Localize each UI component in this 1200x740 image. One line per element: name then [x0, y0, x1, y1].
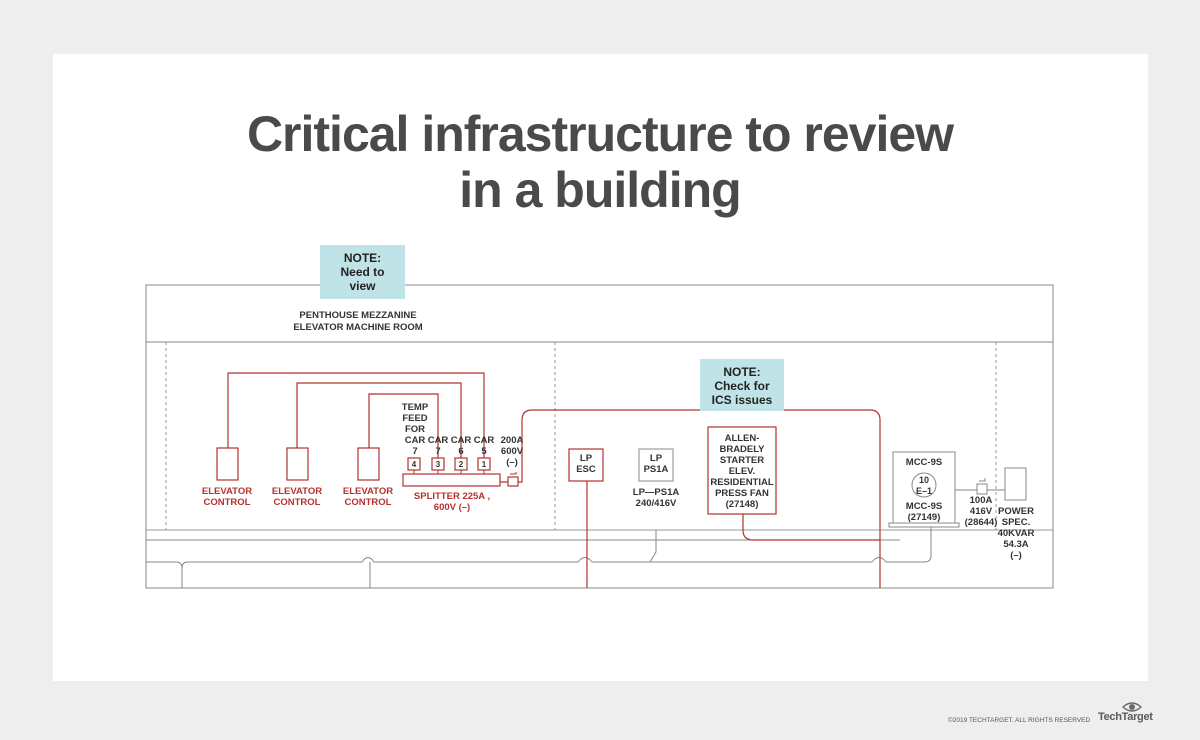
power-spec-l5: (–)	[1010, 550, 1022, 561]
slot-connectors	[413, 470, 485, 474]
elevator-control-3-l2: CONTROL	[345, 497, 392, 508]
starter-l3: STARTER	[720, 455, 764, 466]
power-spec-l1: POWER	[998, 506, 1034, 517]
slot-2-label: 2	[459, 460, 464, 469]
splitter-slots	[407, 457, 491, 471]
elevator-control-box-2	[286, 447, 309, 481]
splitter-l2: 600V (–)	[434, 502, 470, 513]
eye-logo-icon	[1122, 702, 1142, 712]
feed-car-5	[227, 372, 485, 458]
breaker-100a-l3: (28644)	[965, 517, 998, 528]
room-label-line-2: ELEVATOR MACHINE ROOM	[293, 322, 422, 333]
lp-ps1a-caption-l1: LP—PS1A	[633, 487, 680, 498]
allen-bradley-starter-box	[707, 426, 777, 515]
slot-4-label: 4	[412, 460, 417, 469]
lp-ps1a-l2: PS1A	[644, 464, 669, 475]
elevator-control-2-l2: CONTROL	[274, 497, 321, 508]
elevator-control-box-1	[216, 447, 239, 481]
mcc-circle-bottom: E–1	[916, 486, 932, 496]
temp-feed-l5: 7	[412, 446, 417, 457]
lp-ps1a-box	[638, 448, 674, 482]
mcc-circle	[911, 472, 937, 498]
lp-esc-l2: ESC	[576, 464, 596, 475]
starter-l2: BRADELY	[719, 444, 765, 455]
temp-feed-l4: CAR	[405, 435, 426, 446]
breaker-100a-switch	[979, 478, 986, 482]
elevator-control-1-l1: ELEVATOR	[202, 486, 252, 497]
note-need-to-view: NOTE: Need to view	[320, 245, 405, 299]
power-spec-box	[1004, 467, 1027, 501]
power-spec-l4: 54.3A	[1003, 539, 1028, 550]
temp-feed-l3: FOR	[405, 424, 425, 435]
lp-ps1a-l1: LP	[650, 453, 663, 464]
feed-car-6	[296, 382, 462, 458]
main-feed	[500, 409, 881, 588]
elevator-control-2-l1: ELEVATOR	[272, 486, 322, 497]
starter-feed	[742, 514, 880, 541]
copyright-text: ©2019 TECHTARGET. ALL RIGHTS RESERVED	[948, 717, 1091, 724]
room-label-line-1: PENTHOUSE MEZZANINE	[299, 310, 416, 321]
breaker-200a-box	[507, 476, 519, 487]
slot-3-label: 3	[436, 460, 441, 469]
starter-l7: (27148)	[726, 499, 759, 510]
content-card	[53, 54, 1148, 681]
elevator-control-3-l1: ELEVATOR	[343, 486, 393, 497]
car-7-l2: 7	[435, 446, 440, 457]
mcc-circle-top: 10	[919, 475, 929, 485]
note-1-l1: NOTE:	[343, 251, 382, 265]
car-5-l2: 5	[481, 446, 487, 457]
diagram-frame	[145, 284, 1054, 589]
elevator-control-1-l2: CONTROL	[204, 497, 251, 508]
note-2-l2: Check for	[714, 379, 770, 393]
note-2-l1: NOTE:	[723, 365, 761, 379]
breaker-200a-switch	[510, 472, 517, 475]
elevator-control-box-3	[357, 447, 380, 481]
temp-feed-l2: FEED	[402, 413, 427, 424]
splitter-bar	[402, 473, 501, 487]
title-line-2: in a building	[459, 162, 741, 218]
starter-l6: PRESS FAN	[715, 488, 769, 499]
gray-conduit	[146, 526, 932, 588]
starter-l4: ELEV.	[729, 466, 756, 477]
power-spec-l3: 40KVAR	[998, 528, 1035, 539]
elevator-feed-lines	[227, 372, 881, 588]
breaker-200a-l3: (–)	[506, 457, 518, 468]
breaker-100a-l1: 100A	[970, 495, 993, 506]
starter-l5: RESIDENTIAL	[710, 477, 774, 488]
breaker-100a-box	[976, 483, 988, 495]
car-5-l1: CAR	[474, 435, 495, 446]
techtarget-logo-text: TechTarget	[1098, 711, 1153, 723]
mcc-l2: MCC-9S	[906, 501, 942, 512]
page-title: Critical infrastructure to review in a b…	[0, 106, 1200, 218]
mcc-base	[888, 522, 960, 528]
temp-feed-l1: TEMP	[402, 402, 429, 413]
splitter-l1: SPLITTER 225A ,	[414, 491, 490, 502]
power-spec-l2: SPEC.	[1002, 517, 1031, 528]
note-check-ics: NOTE: Check for ICS issues	[700, 359, 784, 411]
car-6-l2: 6	[458, 446, 463, 457]
mcc-l3: (27149)	[908, 512, 941, 523]
mcc-l1: MCC-9S	[906, 457, 942, 468]
note-1-l3: view	[349, 279, 376, 293]
car-7-l1: CAR	[428, 435, 449, 446]
breaker-100a-l2: 416V	[970, 506, 993, 517]
slot-1-label: 1	[482, 460, 487, 469]
breaker-200a-l2: 600V	[501, 446, 524, 457]
lp-ps1a-caption-l2: 240/416V	[636, 498, 677, 509]
note-1-l2: Need to	[340, 265, 385, 279]
car-6-l1: CAR	[451, 435, 472, 446]
lp-esc-l1: LP	[580, 453, 593, 464]
title-line-1: Critical infrastructure to review	[246, 106, 954, 162]
feed-car-7	[368, 393, 439, 458]
note-2-l3: ICS issues	[711, 393, 773, 407]
starter-l1: ALLEN-	[725, 433, 760, 444]
breaker-200a-l1: 200A	[501, 435, 524, 446]
lp-esc-box	[568, 448, 604, 482]
